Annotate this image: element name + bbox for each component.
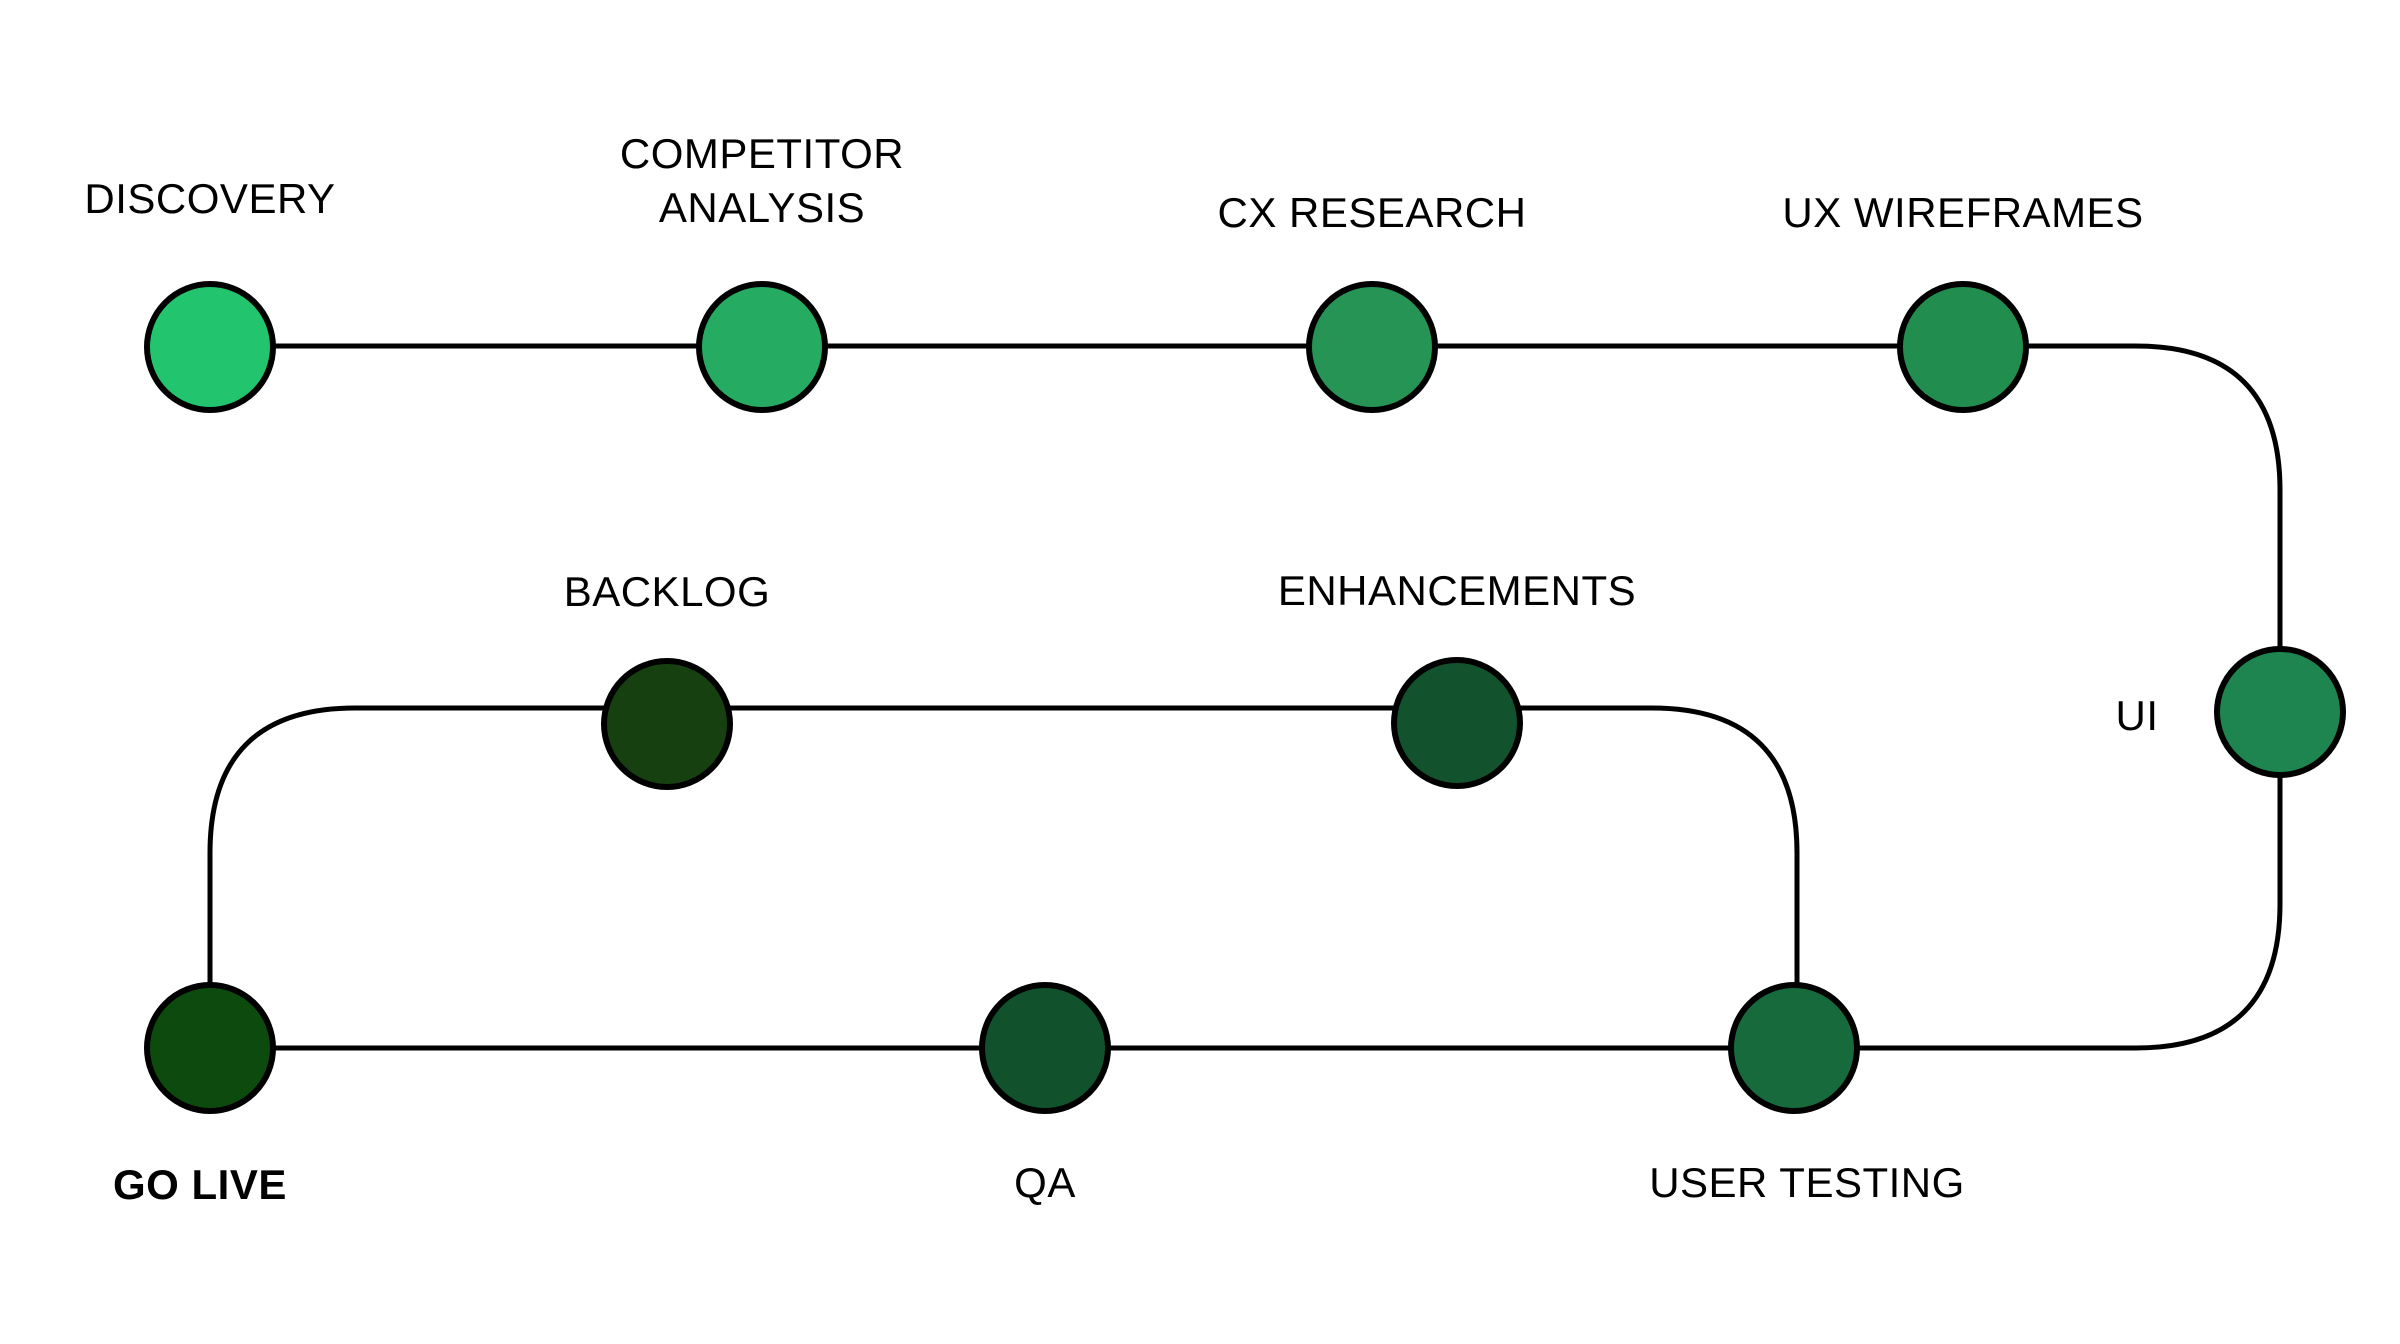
node-competitor-analysis-label-line: ANALYSIS — [659, 184, 865, 231]
node-competitor-analysis-label-line: COMPETITOR — [620, 130, 904, 177]
node-enhancements-label-line: ENHANCEMENTS — [1278, 567, 1636, 614]
node-backlog-label: BACKLOG — [564, 568, 771, 615]
node-go-live-label: GO LIVE — [113, 1161, 287, 1208]
node-go-live-label-line: GO LIVE — [113, 1161, 287, 1208]
node-qa-label-line: QA — [1014, 1159, 1076, 1206]
node-go-live-circle — [144, 982, 276, 1114]
node-ui-circle — [2214, 646, 2346, 778]
node-qa-circle — [979, 982, 1111, 1114]
node-competitor-analysis-circle — [696, 281, 828, 413]
node-discovery-label: DISCOVERY — [84, 175, 335, 222]
node-backlog-circle — [601, 658, 733, 790]
node-enhancements-circle — [1391, 657, 1523, 789]
node-ux-wireframes-circle — [1897, 281, 2029, 413]
node-discovery-label-line: DISCOVERY — [84, 175, 335, 222]
node-ui-label: UI — [2116, 692, 2159, 739]
node-competitor-analysis-label: COMPETITOR ANALYSIS — [620, 130, 904, 231]
node-user-testing-label-line: USER TESTING — [1649, 1159, 1965, 1206]
node-backlog-label-line: BACKLOG — [564, 568, 771, 615]
node-discovery-circle — [144, 281, 276, 413]
connector-top-right-bottom — [210, 343, 2283, 1051]
connector-middle-loop — [207, 705, 1800, 1048]
node-ui-label-line: UI — [2116, 692, 2159, 739]
node-ux-wireframes-label-line: UX WIREFRAMES — [1782, 189, 2143, 236]
node-ux-wireframes-label: UX WIREFRAMES — [1782, 189, 2143, 236]
node-user-testing-circle — [1728, 982, 1860, 1114]
nodes-layer — [144, 281, 2346, 1114]
node-user-testing-label: USER TESTING — [1649, 1159, 1965, 1206]
labels-layer: DISCOVERY COMPETITOR ANALYSIS CX RESEARCH UX… — [84, 130, 2158, 1208]
node-cx-research-label-line: CX RESEARCH — [1218, 189, 1527, 236]
node-enhancements-label: ENHANCEMENTS — [1278, 567, 1636, 614]
node-cx-research-circle — [1306, 281, 1438, 413]
node-qa-label: QA — [1014, 1159, 1076, 1206]
node-cx-research-label: CX RESEARCH — [1218, 189, 1527, 236]
